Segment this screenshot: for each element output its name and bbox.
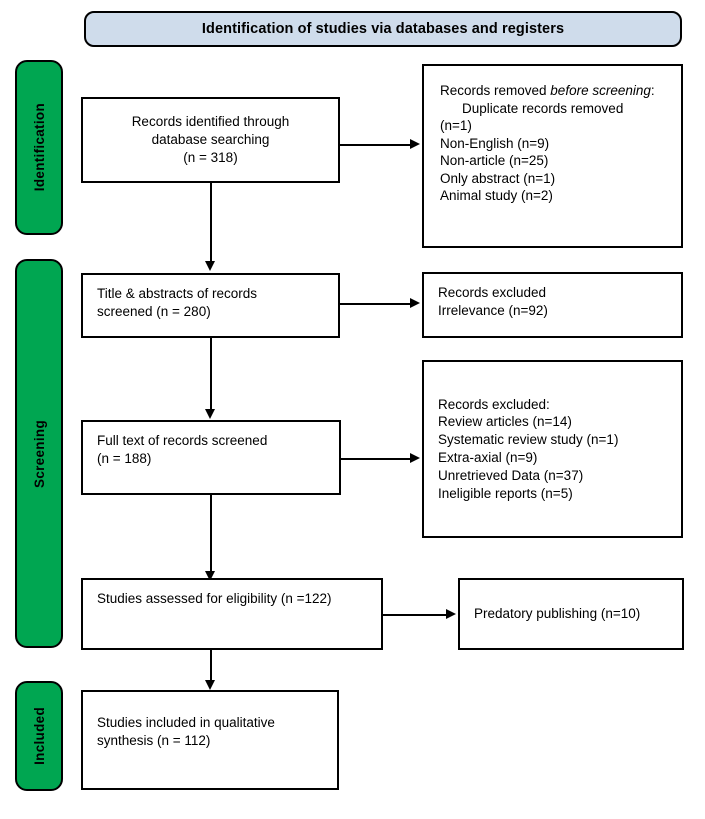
box-records-excluded-full-text: Records excluded: Review articles (n=14)… xyxy=(422,360,683,538)
connector-title-abstracts-to-full-text xyxy=(210,338,212,411)
box-full-text-screened: Full text of records screened (n = 188) xyxy=(81,420,341,495)
removed-item-duplicate-count: (n=1) xyxy=(440,118,472,134)
box-studies-included-synthesis-text: Studies included in qualitative synthesi… xyxy=(97,715,275,748)
removed-before-screening-lead: Records removed before screening: xyxy=(440,83,655,98)
stage-label-identification: Identification xyxy=(31,103,47,192)
arrowhead-eligibility-to-predatory xyxy=(446,609,456,619)
connector-full-text-to-excluded xyxy=(341,458,411,460)
box-title-abstracts-screened-text: Title & abstracts of records screened (n… xyxy=(97,286,258,319)
stage-label-included: Included xyxy=(31,707,47,765)
arrowhead-full-text-to-excluded xyxy=(410,453,420,463)
box-full-text-screened-text: Full text of records screened (n = 188) xyxy=(97,433,268,466)
box-records-identified: Records identified through database sear… xyxy=(81,97,340,183)
box-studies-assessed-eligibility: Studies assessed for eligibility (n =122… xyxy=(81,578,383,650)
box-records-excluded-full-text-text: Records excluded: Review articles (n=14)… xyxy=(438,396,619,501)
arrowhead-title-abstracts-to-full-text xyxy=(205,409,215,419)
box-predatory-publishing: Predatory publishing (n=10) xyxy=(458,578,684,650)
arrowhead-identified-to-title-abstracts xyxy=(205,261,215,271)
diagram-header-title: Identification of studies via databases … xyxy=(201,21,565,37)
stage-bar-identification: Identification xyxy=(15,60,63,235)
arrowhead-eligibility-to-included xyxy=(205,680,215,690)
box-records-excluded-irrelevance-text: Records excluded Irrelevance (n=92) xyxy=(438,285,548,318)
connector-eligibility-to-predatory xyxy=(383,614,447,616)
removed-item-duplicate: Duplicate records removed xyxy=(462,100,624,116)
box-studies-included-synthesis: Studies included in qualitative synthesi… xyxy=(81,690,339,790)
removed-item-non-article: Non-article (n=25) xyxy=(440,153,549,169)
arrowhead-title-abstracts-to-excluded xyxy=(410,298,420,308)
connector-eligibility-to-included xyxy=(210,650,212,682)
box-predatory-publishing-text: Predatory publishing (n=10) xyxy=(474,606,641,622)
connector-title-abstracts-to-excluded xyxy=(340,303,411,305)
diagram-header-banner: Identification of studies via databases … xyxy=(84,11,682,47)
box-records-removed-before-screening: Records removed before screening: Duplic… xyxy=(422,64,683,248)
removed-item-non-english: Non-English (n=9) xyxy=(440,135,550,151)
stage-label-screening: Screening xyxy=(31,419,47,488)
connector-full-text-to-eligibility xyxy=(210,495,212,573)
arrowhead-full-text-to-eligibility xyxy=(205,571,215,581)
connector-identified-to-removed xyxy=(340,144,411,146)
stage-bar-included: Included xyxy=(15,681,63,791)
connector-identified-to-title-abstracts xyxy=(210,183,212,263)
box-title-abstracts-screened: Title & abstracts of records screened (n… xyxy=(81,273,340,338)
box-records-excluded-irrelevance: Records excluded Irrelevance (n=92) xyxy=(422,272,683,338)
removed-item-animal-study: Animal study (n=2) xyxy=(440,188,553,204)
box-studies-assessed-eligibility-text: Studies assessed for eligibility (n =122… xyxy=(97,591,332,606)
stage-bar-screening: Screening xyxy=(15,259,63,648)
removed-item-only-abstract: Only abstract (n=1) xyxy=(440,170,556,186)
arrowhead-identified-to-removed xyxy=(410,139,420,149)
box-records-identified-text: Records identified through database sear… xyxy=(131,114,290,165)
